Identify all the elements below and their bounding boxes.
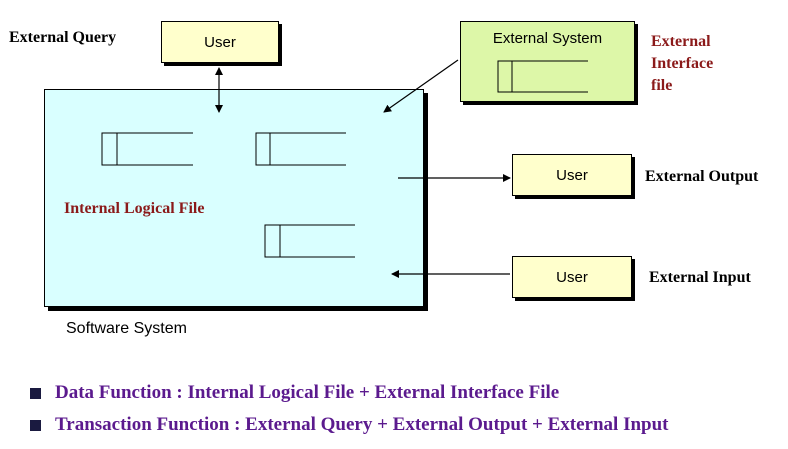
interface-arrow	[383, 59, 459, 113]
legend-text: Data Function : Internal Logical File + …	[55, 382, 560, 403]
eif-symbol	[497, 60, 588, 93]
ilf-symbol-2	[255, 132, 346, 166]
legend-item-data-function: Data Function : Internal Logical File + …	[30, 382, 559, 404]
eif-line-2: Interface	[651, 55, 714, 72]
external-input-user-box: User	[512, 256, 632, 298]
internal-logical-file-label: Internal Logical File	[64, 200, 205, 217]
bullet-icon	[30, 387, 41, 399]
ilf-symbol-1	[101, 132, 193, 166]
bullet-icon	[30, 419, 41, 431]
ilf-symbol-3	[264, 224, 355, 258]
legend-item-transaction-function: Transaction Function : External Query + …	[30, 414, 669, 436]
external-query-label: External Query	[9, 29, 117, 46]
external-output-label: External Output	[645, 168, 759, 185]
external-output-user-box: User	[512, 154, 632, 196]
external-system-label: External System	[492, 30, 603, 47]
eif-line-3: file	[651, 77, 673, 94]
external-interface-file-label: External Interface file	[651, 31, 713, 97]
legend-text: Transaction Function : External Query + …	[55, 414, 669, 435]
eif-line-1: External	[651, 33, 711, 50]
software-system-box	[44, 89, 424, 307]
external-input-label: External Input	[649, 269, 751, 286]
external-query-user-box: User	[161, 21, 279, 63]
software-system-label: Software System	[66, 320, 187, 337]
